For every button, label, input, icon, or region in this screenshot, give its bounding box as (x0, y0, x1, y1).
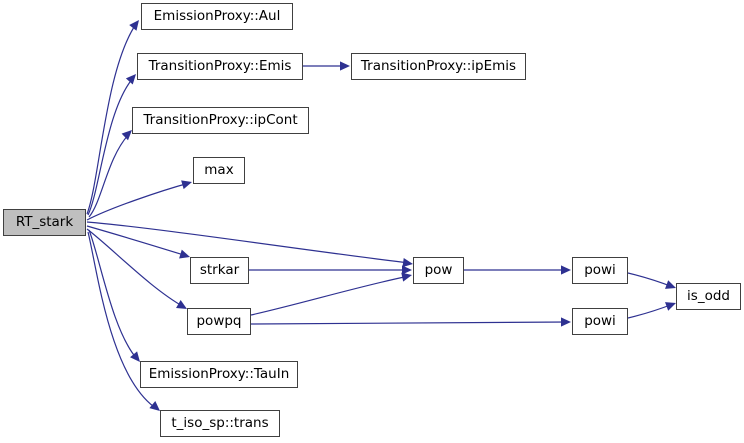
graph-node-label: powi (584, 261, 616, 278)
arrow-head-icon (561, 265, 571, 275)
graph-node-emis[interactable]: TransitionProxy::Emis (137, 53, 303, 80)
graph-edge (86, 225, 188, 257)
graph-node-trans[interactable]: t_iso_sp::trans (160, 410, 280, 437)
graph-node-aul[interactable]: EmissionProxy::Aul (141, 3, 293, 30)
arrow-head-icon (561, 317, 571, 327)
graph-node-powpq[interactable]: powpq (187, 308, 251, 335)
graph-node-rt_stark[interactable]: RT_stark (3, 209, 86, 236)
graph-node-label: max (204, 161, 234, 178)
graph-node-label: is_odd (687, 287, 730, 304)
graph-node-label: TransitionProxy::ipEmis (360, 57, 517, 74)
graph-node-label: TransitionProxy::ipCont (143, 111, 298, 128)
graph-node-tauin[interactable]: EmissionProxy::TauIn (140, 361, 298, 388)
graph-node-label: powi (584, 312, 616, 329)
arrow-head-icon (402, 265, 412, 275)
graph-node-label: pow (424, 261, 453, 278)
graph-edge (88, 229, 138, 360)
graph-node-powi_upper[interactable]: powi (572, 257, 628, 284)
graph-node-is_odd[interactable]: is_odd (676, 283, 741, 310)
arrow-head-icon (340, 61, 350, 71)
arrow-head-icon (181, 180, 192, 190)
graph-edge (86, 23, 137, 215)
graph-node-ipcont[interactable]: TransitionProxy::ipCont (132, 107, 309, 134)
graph-node-max[interactable]: max (193, 157, 245, 184)
graph-node-pow[interactable]: pow (413, 257, 464, 284)
graph-node-strkar[interactable]: strkar (190, 257, 249, 284)
graph-node-label: TransitionProxy::Emis (148, 57, 292, 74)
graph-edge (87, 77, 134, 216)
graph-edge (86, 228, 185, 308)
arrow-head-icon (401, 272, 412, 282)
graph-edge (250, 321, 569, 325)
graph-node-ipemis[interactable]: TransitionProxy::ipEmis (351, 53, 526, 80)
graph-node-label: t_iso_sp::trans (171, 414, 269, 431)
graph-edge (88, 133, 130, 218)
graph-edge (627, 303, 674, 319)
graph-edge (627, 272, 674, 288)
graph-node-label: powpq (196, 312, 242, 329)
graph-node-powi_lower[interactable]: powi (572, 308, 628, 335)
graph-node-label: RT_stark (15, 213, 74, 230)
graph-edge (250, 275, 410, 316)
graph-node-label: EmissionProxy::TauIn (148, 365, 290, 382)
arrow-head-icon (402, 258, 413, 268)
graph-node-label: strkar (199, 261, 240, 278)
graph-edge (86, 182, 190, 221)
graph-node-label: EmissionProxy::Aul (153, 7, 281, 24)
